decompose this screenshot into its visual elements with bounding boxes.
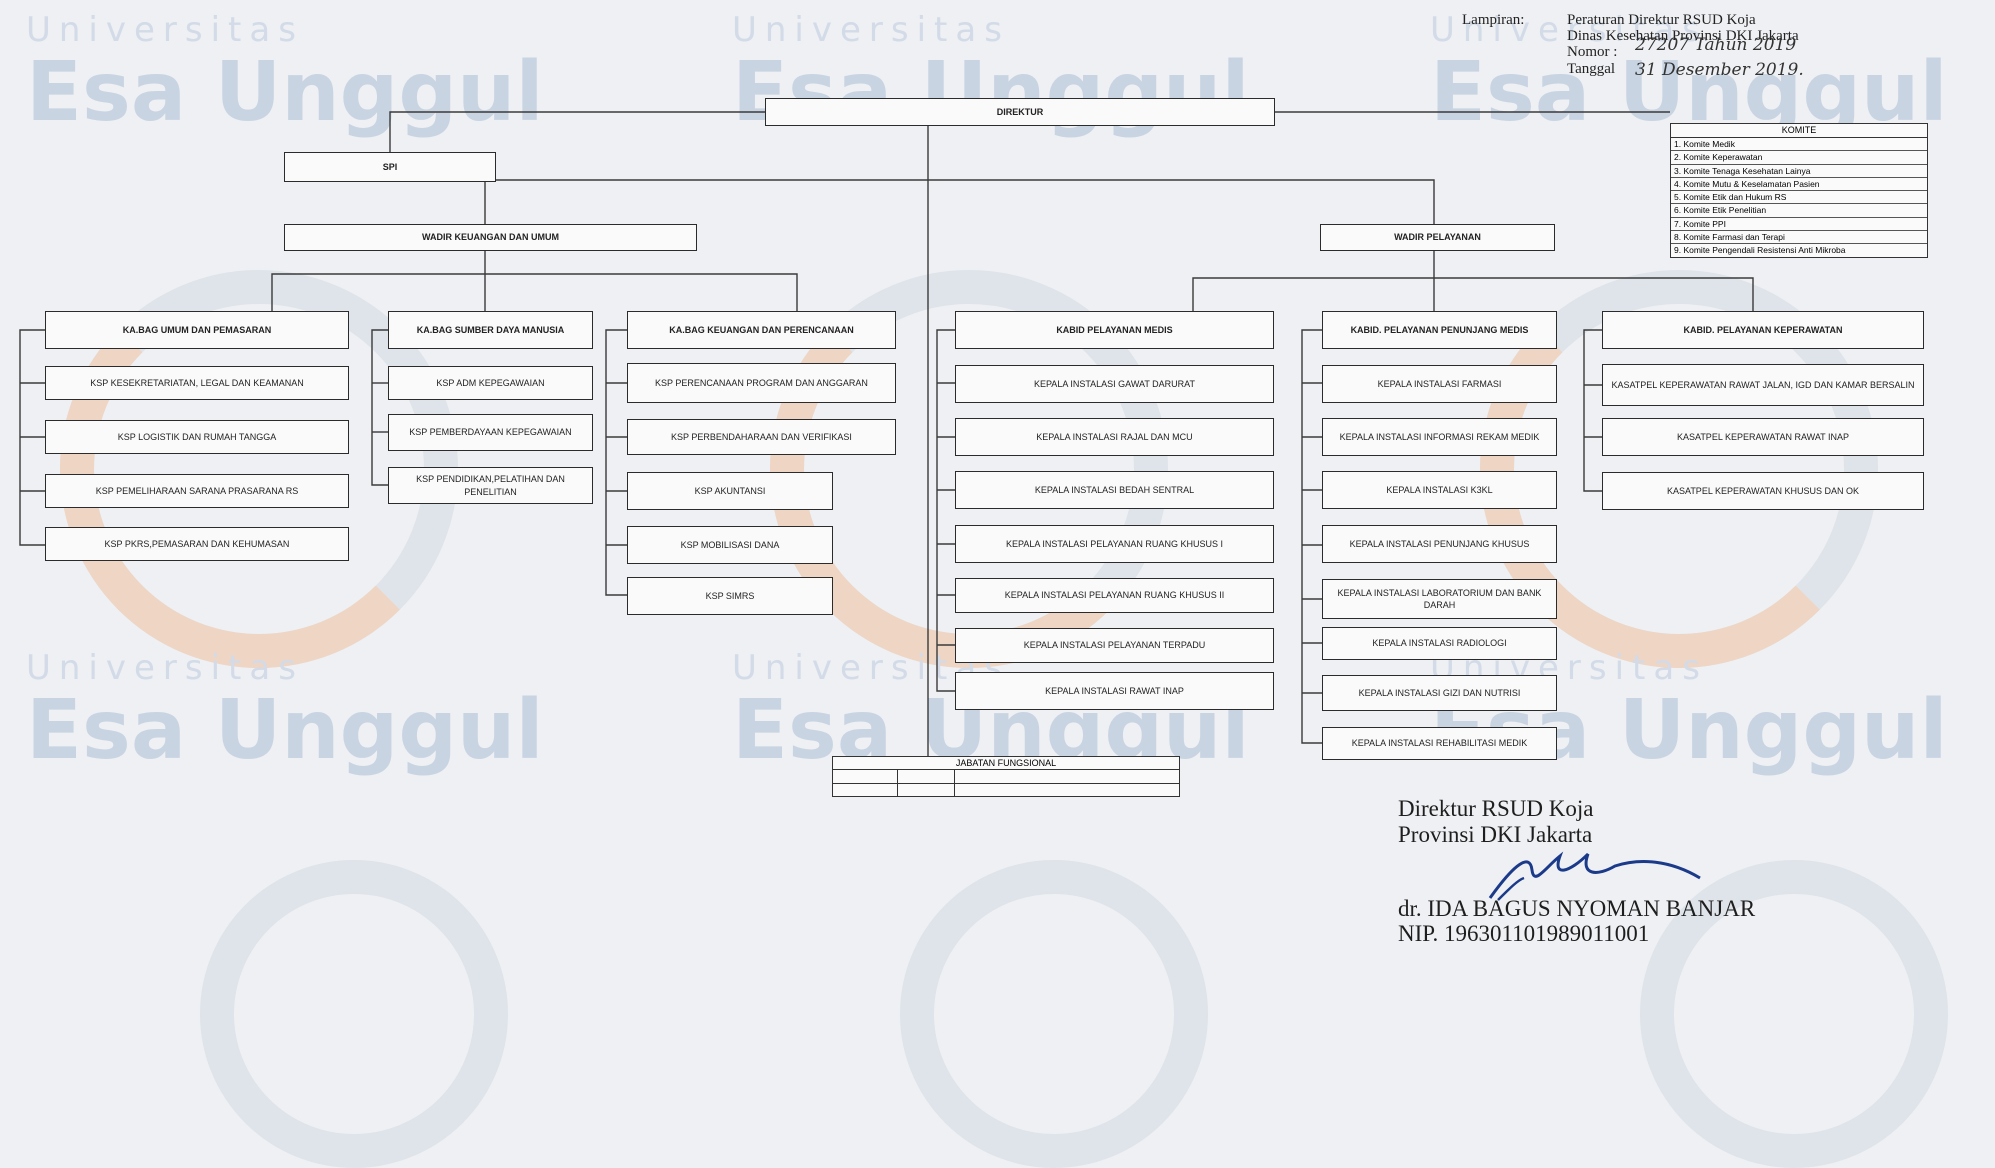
wadir-pelayanan-box: WADIR PELAYANAN [1320,224,1555,251]
komite-item: 7. Komite PPI [1671,218,1927,232]
kabag-sdm-box: KA.BAG SUMBER DAYA MANUSIA [388,311,593,349]
komite-item: 5. Komite Etik dan Hukum RS [1671,191,1927,205]
tanggal-value: 31 Desember 2019. [1635,60,1804,80]
instalasi-box: KEPALA INSTALASI PELAYANAN RUANG KHUSUS … [955,525,1274,563]
komite-item: 6. Komite Etik Penelitian [1671,204,1927,218]
kasatpel-box: KASATPEL KEPERAWATAN KHUSUS DAN OK [1602,472,1924,510]
kabag-umum-box: KA.BAG UMUM DAN PEMASARAN [45,311,349,349]
komite-item: 1. Komite Medik [1671,138,1927,152]
tanggal-label: Tanggal [1567,61,1616,77]
komite-item: 4. Komite Mutu & Keselamatan Pasien [1671,178,1927,192]
instalasi-box: KEPALA INSTALASI GAWAT DARURAT [955,365,1274,403]
lampiran-line1: Peraturan Direktur RSUD Koja [1567,12,1756,28]
signature-nip: NIP. 196301101989011001 [1398,921,1650,946]
kabid-medis-box: KABID PELAYANAN MEDIS [955,311,1274,349]
spi-box: SPI [284,152,496,182]
instalasi-box: KEPALA INSTALASI PENUNJANG KHUSUS [1322,525,1557,563]
ksp-box: KSP PERBENDAHARAAN DAN VERIFIKASI [627,419,896,455]
komite-item: 2. Komite Keperawatan [1671,151,1927,165]
table-divider [833,783,1179,784]
instalasi-box: KEPALA INSTALASI K3KL [1322,471,1557,509]
komite-title: KOMITE [1671,124,1927,138]
instalasi-box: KEPALA INSTALASI RAJAL DAN MCU [955,418,1274,456]
komite-table: KOMITE 1. Komite Medik 2. Komite Keperaw… [1670,123,1928,258]
ksp-box: KSP PENDIDIKAN,PELATIHAN DAN PENELITIAN [388,467,593,504]
ksp-box: KSP LOGISTIK DAN RUMAH TANGGA [45,420,349,454]
jabatan-fungsional-title: JABATAN FUNGSIONAL [833,757,1179,770]
instalasi-box: KEPALA INSTALASI PELAYANAN RUANG KHUSUS … [955,578,1274,613]
nomor-label: Nomor : [1567,44,1618,60]
instalasi-box: KEPALA INSTALASI RADIOLOGI [1322,627,1557,660]
org-chart-page: Universitas Esa Unggul Universitas Esa U… [19,10,1948,1168]
jabatan-fungsional-table: JABATAN FUNGSIONAL [832,756,1180,797]
ksp-box: KSP PKRS,PEMASARAN DAN KEHUMASAN [45,527,349,561]
instalasi-box: KEPALA INSTALASI REHABILITASI MEDIK [1322,727,1557,760]
signature-name: dr. IDA BAGUS NYOMAN BANJAR [1398,896,1756,921]
ksp-box: KSP MOBILISASI DANA [627,526,833,564]
kabag-keuangan-box: KA.BAG KEUANGAN DAN PERENCANAAN [627,311,896,349]
instalasi-box: KEPALA INSTALASI PELAYANAN TERPADU [955,628,1274,663]
instalasi-box: KEPALA INSTALASI GIZI DAN NUTRISI [1322,675,1557,711]
instalasi-box: KEPALA INSTALASI RAWAT INAP [955,672,1274,710]
komite-item: 9. Komite Pengendali Resistensi Anti Mik… [1674,245,1846,256]
lampiran-line2: Dinas Kesehatan Provinsi DKI Jakarta [1567,28,1799,44]
instalasi-box: KEPALA INSTALASI LABORATORIUM DAN BANK D… [1322,579,1557,619]
direktur-box: DIREKTUR [765,98,1275,126]
kabid-keperawatan-box: KABID. PELAYANAN KEPERAWATAN [1602,311,1924,349]
komite-item: 3. Komite Tenaga Kesehatan Lainya [1671,165,1927,178]
ksp-box: KSP KESEKRETARIATAN, LEGAL DAN KEAMANAN [45,366,349,400]
ksp-box: KSP SIMRS [627,577,833,615]
instalasi-box: KEPALA INSTALASI INFORMASI REKAM MEDIK [1322,418,1557,456]
ksp-box: KSP PEMELIHARAAN SARANA PRASARANA RS [45,474,349,508]
ksp-box: KSP PERENCANAAN PROGRAM DAN ANGGARAN [627,363,896,403]
instalasi-box: KEPALA INSTALASI BEDAH SENTRAL [955,471,1274,509]
kasatpel-box: KASATPEL KEPERAWATAN RAWAT INAP [1602,418,1924,456]
kasatpel-box: KASATPEL KEPERAWATAN RAWAT JALAN, IGD DA… [1602,364,1924,406]
komite-item: 8. Komite Farmasi dan Terapi [1671,231,1927,245]
signature-title-2: Provinsi DKI Jakarta [1398,822,1593,847]
connector-lines [19,111,1754,756]
wadir-keuangan-box: WADIR KEUANGAN DAN UMUM [284,224,697,251]
ksp-box: KSP ADM KEPEGAWAIAN [388,366,593,400]
kabid-penunjang-box: KABID. PELAYANAN PENUNJANG MEDIS [1322,311,1557,349]
nomor-value: 27207 Tahun 2019 [1635,35,1797,55]
ksp-box: KSP AKUNTANSI [627,472,833,510]
signature-scribble [1488,851,1701,901]
lampiran-label: Lampiran: [1462,12,1525,28]
instalasi-box: KEPALA INSTALASI FARMASI [1322,365,1557,403]
ksp-box: KSP PEMBERDAYAAN KEPEGAWAIAN [388,414,593,451]
signature-title-1: Direktur RSUD Koja [1398,796,1594,821]
